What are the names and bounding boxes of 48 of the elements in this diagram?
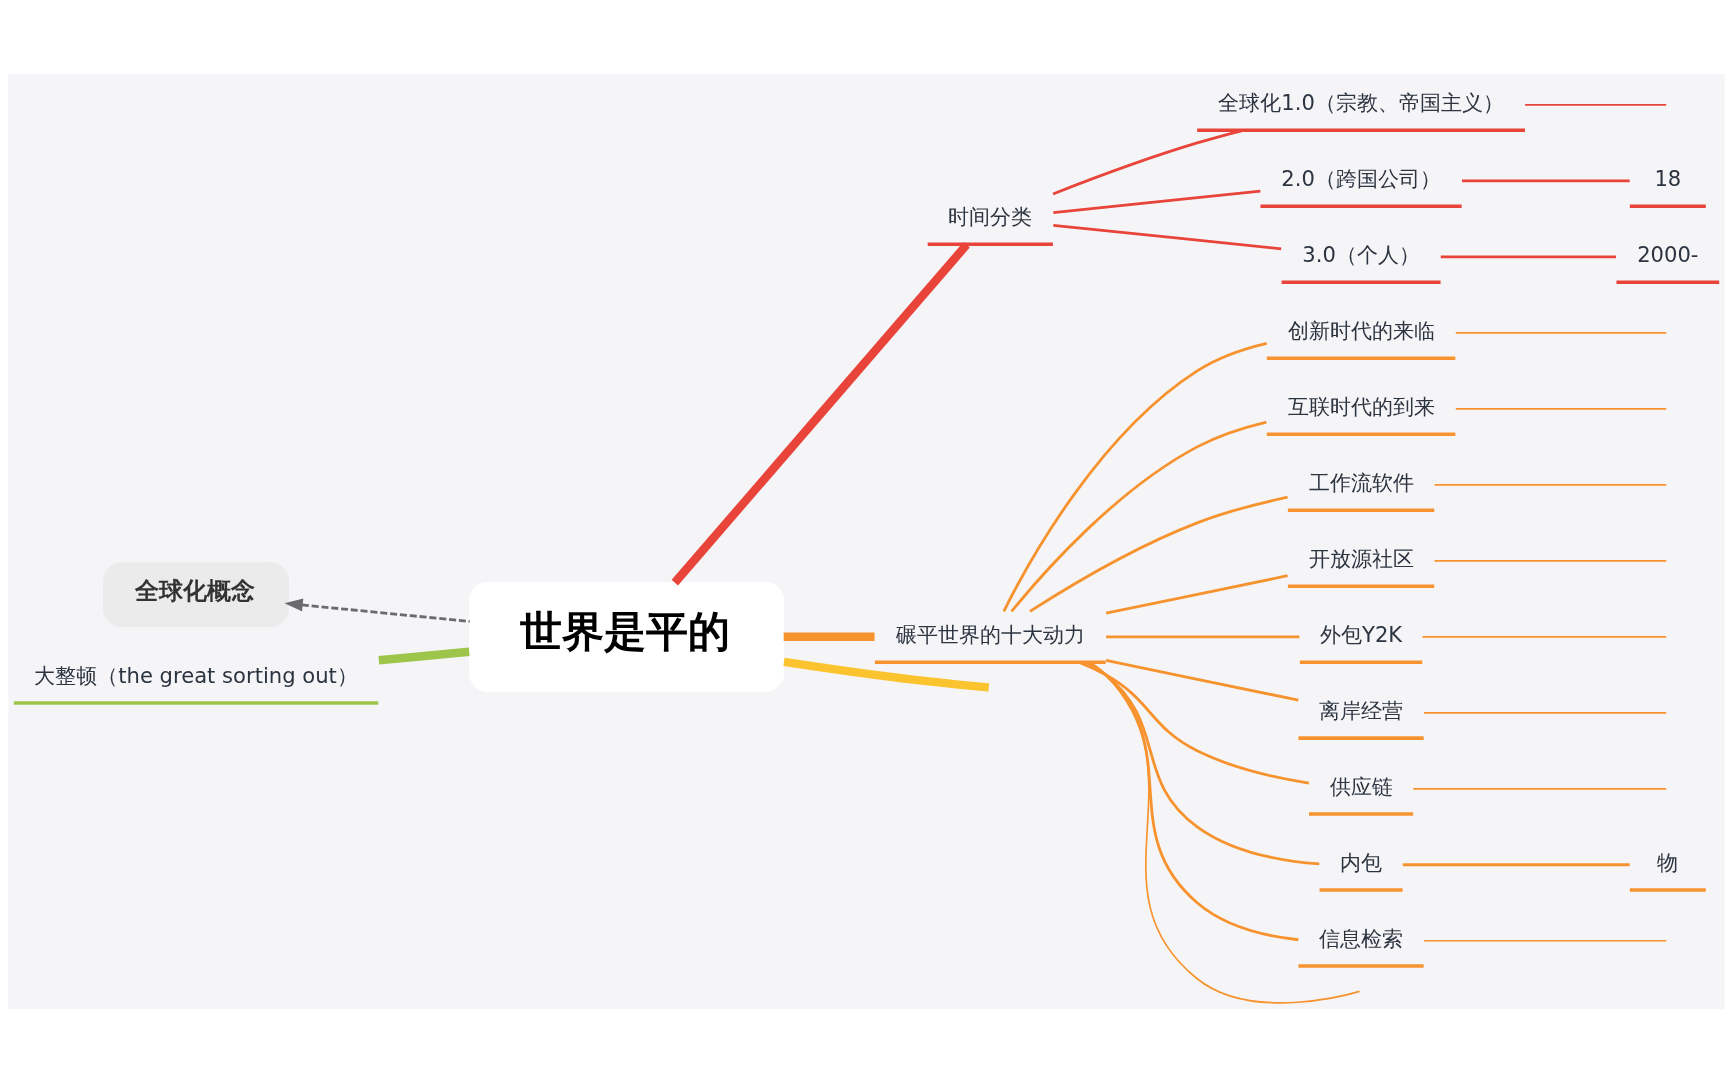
connector: [1524, 104, 1668, 106]
node-text: 供应链: [1329, 773, 1393, 799]
connector: [1052, 128, 1244, 196]
node-text: 互联时代的到来: [1287, 393, 1435, 419]
connector: [783, 657, 990, 692]
connector: [1106, 635, 1300, 639]
connector: [1105, 574, 1288, 615]
connector: [1462, 179, 1630, 183]
node-text: 内包: [1340, 849, 1383, 875]
connector: [1053, 223, 1282, 251]
node-text: 创新时代的来临: [1287, 317, 1435, 343]
connector: [1423, 939, 1668, 942]
connector: [1010, 420, 1267, 613]
node-text: 大整顿（the great sorting out）: [34, 662, 358, 688]
connector: [1029, 495, 1288, 613]
connector: [378, 647, 470, 665]
connector: [1421, 635, 1668, 638]
connector: [1412, 787, 1668, 790]
connector: [783, 632, 875, 642]
node-text: 碾平世界的十大动力: [895, 621, 1085, 647]
node-text: 外包Y2K: [1320, 621, 1403, 647]
node-text: 18: [1654, 165, 1682, 191]
node-text: 离岸经营: [1319, 697, 1404, 723]
node-text: 信息检索: [1319, 925, 1404, 951]
arrow: [284, 598, 470, 623]
node-text: 开放源社区: [1308, 545, 1414, 571]
node-text: 3.0（个人）: [1302, 241, 1420, 267]
node-text: 物: [1657, 849, 1679, 875]
node-text: 2.0（跨国公司）: [1281, 165, 1441, 191]
connector: [1053, 189, 1261, 214]
node-text: 全球化1.0（宗教、帝国主义）: [1218, 89, 1504, 115]
connector: [1454, 408, 1668, 410]
connector: [1440, 255, 1617, 259]
connector: [1454, 332, 1668, 334]
connector: [1423, 711, 1668, 714]
connector: [671, 241, 970, 586]
node-box: 世界是平的: [469, 581, 785, 692]
connector: [1402, 863, 1630, 867]
connector: [1085, 661, 1320, 866]
node-text: 时间分类: [948, 203, 1033, 229]
connector: [1078, 660, 1310, 785]
connector: [1433, 560, 1668, 562]
connector: [1433, 484, 1668, 486]
node-box: 全球化概念: [103, 562, 289, 627]
connector: [1002, 341, 1268, 612]
node-text: 2000-: [1637, 241, 1699, 267]
node-text: 工作流软件: [1308, 469, 1414, 495]
connector: [1105, 659, 1299, 702]
